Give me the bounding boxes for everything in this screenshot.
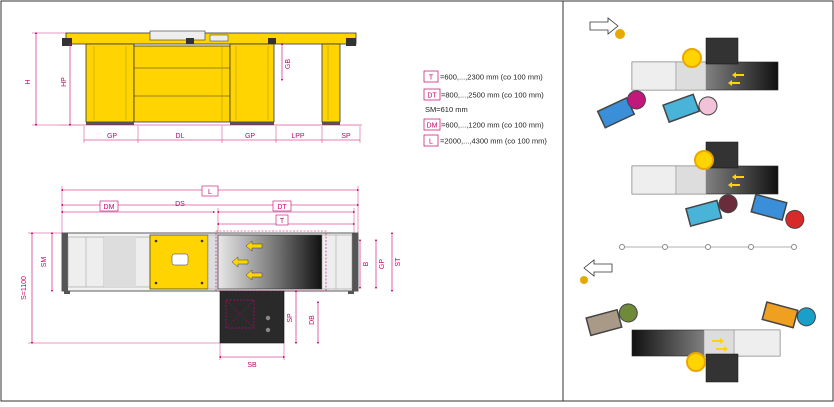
dim-DL: DL: [176, 133, 185, 140]
top-view: [61, 230, 359, 344]
dim-H: H: [25, 79, 32, 84]
dim-DS: DS: [175, 201, 185, 208]
dim-DB: DB: [309, 315, 316, 325]
spec-key-L: L: [429, 139, 433, 146]
spec-key-DM: DM: [427, 123, 438, 130]
configuration-3: [580, 259, 816, 383]
dim-SP: SP: [287, 313, 294, 323]
dim-SM: SM: [41, 257, 48, 268]
dim-ST: ST: [395, 257, 402, 267]
separator-dots: [619, 244, 797, 250]
spec-text-T: =600,...,2300 mm (co 100 mm): [440, 73, 543, 82]
dim-HP: HP: [61, 77, 68, 87]
spec-text-SM: SM=610 mm: [425, 105, 468, 114]
spec-key-DT: DT: [427, 93, 437, 100]
configuration-2: [631, 141, 805, 229]
arrow-right-icon: [589, 17, 619, 35]
dim-B: B: [363, 261, 370, 266]
dim-DM: DM: [104, 204, 115, 211]
side-view: [60, 30, 362, 126]
dim-S1100: S=1100: [21, 276, 28, 300]
spec-text-L: =2000,...,4300 mm (co 100 mm): [440, 137, 547, 146]
spec-text-DM: =600,...,1200 mm (co 100 mm): [441, 121, 544, 130]
dim-GP-right: GP: [245, 133, 255, 140]
side-view-dimensions: H HP GB GP DL GP LPP SP: [25, 31, 361, 143]
dim-GP: GP: [379, 259, 386, 269]
configuration-1: [589, 17, 779, 129]
spec-key-T: T: [429, 75, 434, 82]
dim-SB: SB: [247, 362, 257, 369]
dim-LPP: LPP: [291, 133, 305, 140]
dim-SP: SP: [341, 133, 351, 140]
dim-GP-left: GP: [107, 133, 117, 140]
dim-GB: GB: [285, 59, 292, 69]
dim-T: T: [280, 218, 285, 225]
spec-text-DT: =800,...,2500 mm (co 100 mm): [441, 91, 544, 100]
dim-DT: DT: [277, 204, 287, 211]
dim-L: L: [208, 189, 212, 196]
spec-list: T =600,...,2300 mm (co 100 mm) DT =800,.…: [423, 70, 547, 147]
arrow-left-icon: [583, 259, 613, 277]
top-view-dimensions: L DM DS DT T SM S=1100 B GP ST SP DB SB: [21, 185, 402, 369]
